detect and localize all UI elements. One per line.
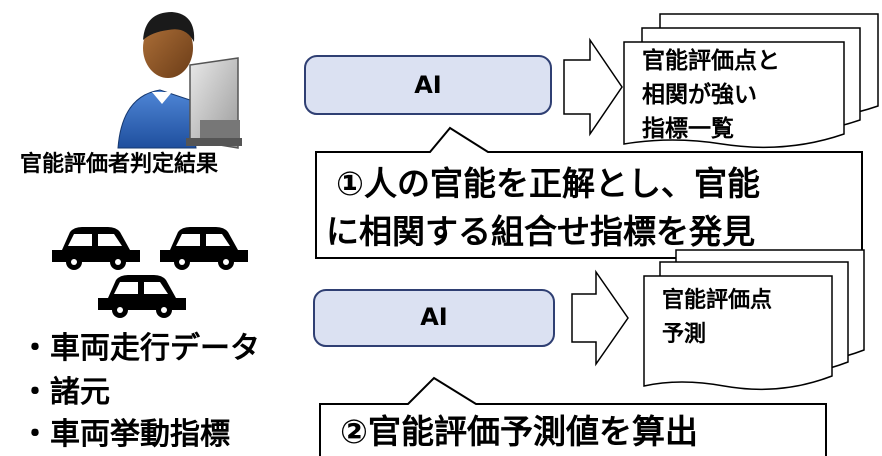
callout2-text: ②官能評価予測値を算出 [340, 412, 698, 451]
bullet-item: ・諸元 [20, 375, 110, 410]
arrow-right-icon [563, 37, 623, 137]
ai-box-1 [304, 55, 552, 115]
doc1-line-3: 指標一覧 [642, 116, 734, 142]
car-icon [98, 275, 186, 318]
ai-label-1: AI [414, 71, 442, 99]
car-icon [160, 227, 248, 270]
person-at-computer-icon [117, 12, 242, 149]
evaluator-label: 官能評価者判定結果 [20, 152, 219, 177]
document-stack-icon [623, 13, 879, 149]
bullet-item: ・車両走行データ [20, 331, 260, 366]
ai-label-2: AI [420, 303, 448, 331]
doc2-line-1: 官能評価点 [662, 288, 773, 313]
doc2-line-2: 予測 [662, 322, 707, 347]
doc1-line-2: 相関が強い [642, 82, 757, 108]
document-stack-icon [643, 249, 865, 391]
doc1-line-1: 官能評価点と [642, 48, 780, 74]
callout-2 [319, 376, 827, 456]
callout1-line-2: に相関する組合せ指標を発見 [326, 212, 755, 251]
arrow-right-icon [571, 269, 629, 367]
callout-1 [315, 126, 863, 259]
car-icon [52, 227, 140, 270]
ai-box-2 [313, 289, 555, 347]
callout1-line-1: ①人の官能を正解とし、官能 [336, 164, 760, 203]
bullet-item: ・車両挙動指標 [20, 417, 230, 452]
